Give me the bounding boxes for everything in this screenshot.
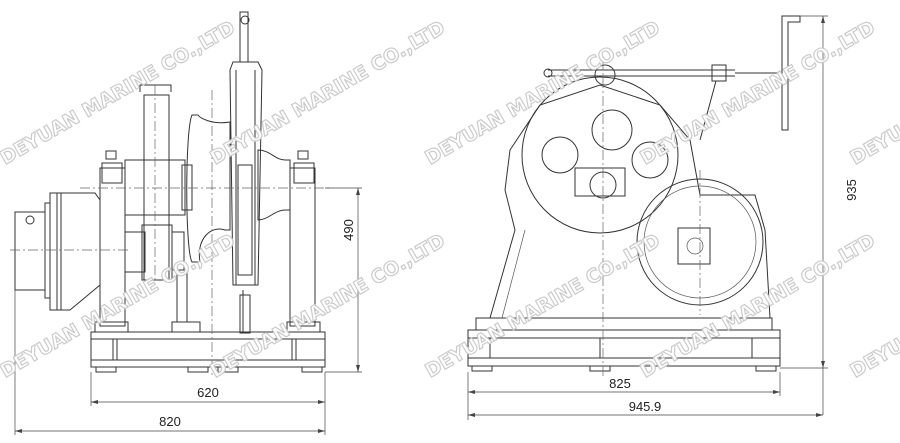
left-stopper	[229, 11, 263, 334]
left-base-frame	[90, 331, 326, 373]
dim-490: 490	[325, 187, 362, 373]
watermark: DEYUAN MARINE CO.,LTD	[637, 230, 879, 383]
watermark: DEYUAN MARINE CO.,LTD	[637, 17, 879, 170]
dim-935-label: 935	[844, 179, 859, 201]
dim-490-label: 490	[341, 219, 356, 241]
dim-945-9: 945.9	[468, 399, 823, 417]
watermarks: DEYUAN MARINE CO.,LTD DEYUAN MARINE CO.,…	[0, 16, 900, 383]
dim-820: 820	[14, 290, 325, 435]
right-side-frame	[489, 84, 771, 319]
watermark: DEYUAN MARINE CO.,LTD	[422, 17, 664, 170]
watermark: DEYUAN MARINE CO.,LTD	[0, 230, 239, 383]
dim-945-9-label: 945.9	[629, 399, 662, 414]
dim-820-label: 820	[159, 414, 181, 429]
left-drum	[181, 114, 291, 263]
watermark: DEYUAN MARINE CO.,LTD	[0, 17, 239, 170]
left-gear-wheel	[139, 84, 185, 281]
dim-825: 825	[467, 372, 781, 420]
watermark: DEYUAN MARINE CO.,LTD	[422, 230, 664, 383]
right-brake-lever	[543, 64, 735, 141]
right-drum	[521, 76, 679, 234]
dim-935: 935	[780, 15, 859, 415]
left-motor	[14, 159, 186, 311]
right-view: 935 825 945.9	[467, 15, 859, 420]
right-base-frame	[467, 317, 781, 372]
dim-825-label: 825	[609, 376, 631, 391]
left-view: 490 620 820	[10, 11, 362, 435]
watermark: DEYUAN MARINE CO.,LTD	[207, 17, 449, 170]
dim-620-label: 620	[197, 385, 219, 400]
dim-620: 620	[90, 372, 326, 435]
